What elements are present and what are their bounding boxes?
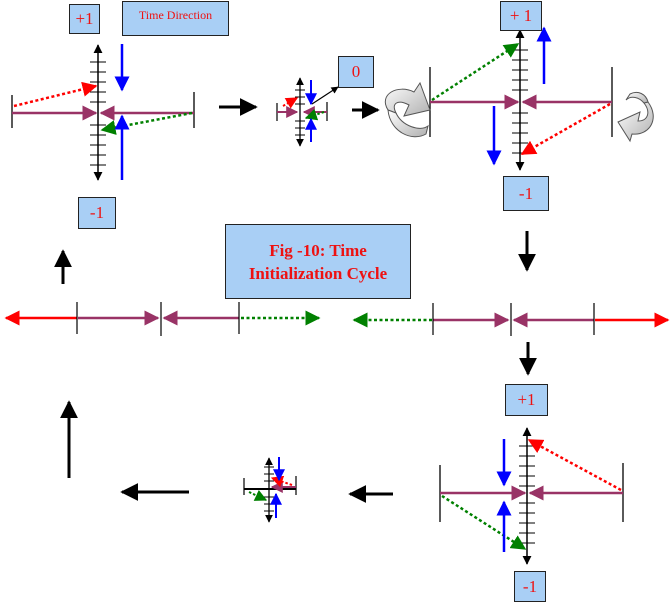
red-dotted-arrow	[270, 475, 293, 488]
rotation-arrow-right	[617, 91, 654, 143]
time-direction-label: Time Direction	[122, 1, 229, 36]
minus-one-label-bottom-right: -1	[514, 571, 546, 602]
green-dotted-arrow	[431, 42, 520, 102]
green-dotted-arrow	[100, 111, 193, 135]
green-dotted-arrow	[304, 108, 325, 121]
figure-top-left	[11, 44, 195, 181]
red-dotted-arrow	[13, 81, 98, 108]
figure-title: Fig -10: Time Initialization Cycle	[225, 224, 411, 299]
minus-one-label-top-right: -1	[503, 176, 549, 211]
flow-arrows	[54, 98, 537, 503]
plus-one-label-top-right: + 1	[500, 1, 542, 31]
plus-one-label-bottom-right: +1	[505, 384, 548, 416]
red-dotted-arrow	[520, 102, 611, 156]
zero-label: 0	[338, 56, 374, 88]
figure-bottom-right	[439, 427, 624, 565]
green-dotted-arrow	[248, 489, 268, 501]
figure-middle-left	[4, 302, 321, 336]
figure-bottom-center	[243, 457, 297, 523]
red-dotted-arrow	[282, 97, 299, 109]
minus-one-label-top-left: -1	[78, 197, 116, 229]
figure-top-right	[429, 26, 613, 171]
pointer-to-zero	[311, 86, 339, 105]
figure-middle-right	[352, 303, 670, 336]
red-dotted-arrow	[527, 438, 622, 492]
rotation-arrow-left	[385, 81, 431, 138]
axis-ticks	[512, 49, 528, 154]
figure-top-center	[276, 77, 339, 147]
plus-one-label-top-left: +1	[69, 4, 100, 34]
axis-ticks	[90, 61, 106, 166]
green-dotted-arrow	[441, 494, 527, 551]
